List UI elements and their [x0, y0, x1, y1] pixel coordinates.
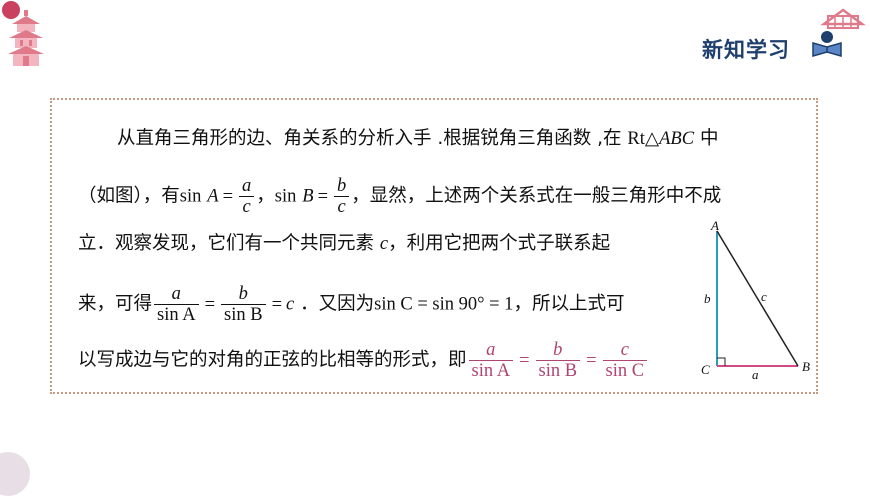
corner-circle [0, 452, 30, 496]
corner-dot [2, 1, 20, 19]
vertex-B-label: B [802, 359, 810, 374]
vertex-C-label: C [701, 362, 710, 377]
pagoda-icon [8, 10, 44, 66]
content-panel [50, 98, 818, 394]
brand-title: 新知学习 [702, 38, 790, 62]
right-angle-mark [717, 357, 726, 366]
text-line-3: 立．观察发现，它们有一个共同元素 c，利用它把两个式子联系起 [78, 233, 611, 254]
vertex-A-label: A [711, 218, 719, 233]
book-icon [820, 8, 866, 29]
side-a-label: a [752, 367, 759, 382]
text-line-1: 从直角三角形的边、角关系的分析入手 .根据锐角三角函数 ,在 Rt△ABC 中 [117, 128, 719, 149]
side-c-line [716, 230, 799, 367]
side-c-label: c [761, 289, 767, 304]
side-b-label: b [704, 291, 711, 306]
right-triangle-figure [716, 230, 799, 367]
reading-person-icon [812, 31, 842, 57]
